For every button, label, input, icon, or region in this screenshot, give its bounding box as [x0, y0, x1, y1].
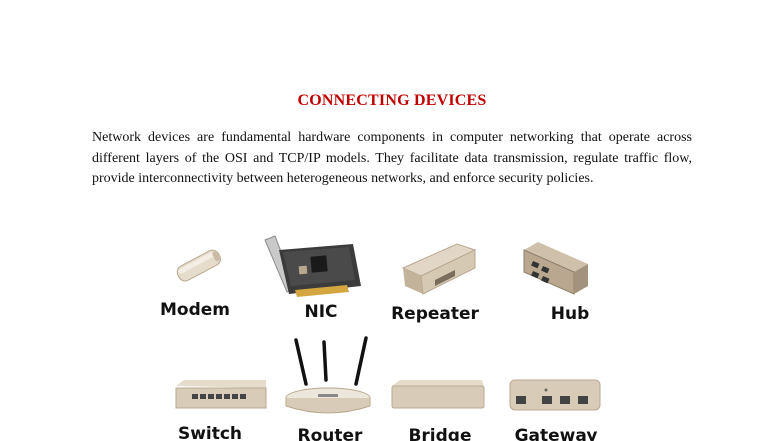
repeater-icon — [401, 243, 477, 295]
device-label: Modem — [159, 300, 230, 320]
device-label: Repeater — [391, 304, 479, 324]
router-icon — [285, 336, 371, 414]
hub-icon — [523, 242, 588, 295]
network-devices-figure: Modem NIC Repeater — [140, 228, 640, 441]
switch-icon — [175, 380, 267, 409]
gateway-icon — [509, 379, 601, 411]
device-label: NIC — [304, 302, 338, 322]
modem-icon — [176, 249, 221, 282]
bridge-icon — [391, 380, 485, 409]
device-modem: Modem — [140, 228, 260, 328]
device-router: Router — [285, 336, 408, 441]
intro-paragraph: Network devices are fundamental hardware… — [92, 130, 692, 186]
section-title: CONNECTING DEVICES — [297, 92, 487, 109]
device-bridge: Bridge — [390, 336, 510, 441]
device-repeater: Repeater — [391, 228, 515, 328]
device-switch: Switch — [170, 336, 290, 441]
device-label: Router — [297, 426, 363, 441]
device-hub: Hub — [518, 228, 638, 328]
device-label: Bridge — [408, 426, 472, 441]
nic-icon — [264, 235, 361, 297]
device-label: Hub — [550, 304, 590, 324]
device-label: Gateway — [514, 426, 598, 441]
device-nic: NIC — [264, 228, 385, 328]
device-label: Switch — [177, 424, 243, 441]
device-gateway: Gateway — [508, 336, 628, 441]
